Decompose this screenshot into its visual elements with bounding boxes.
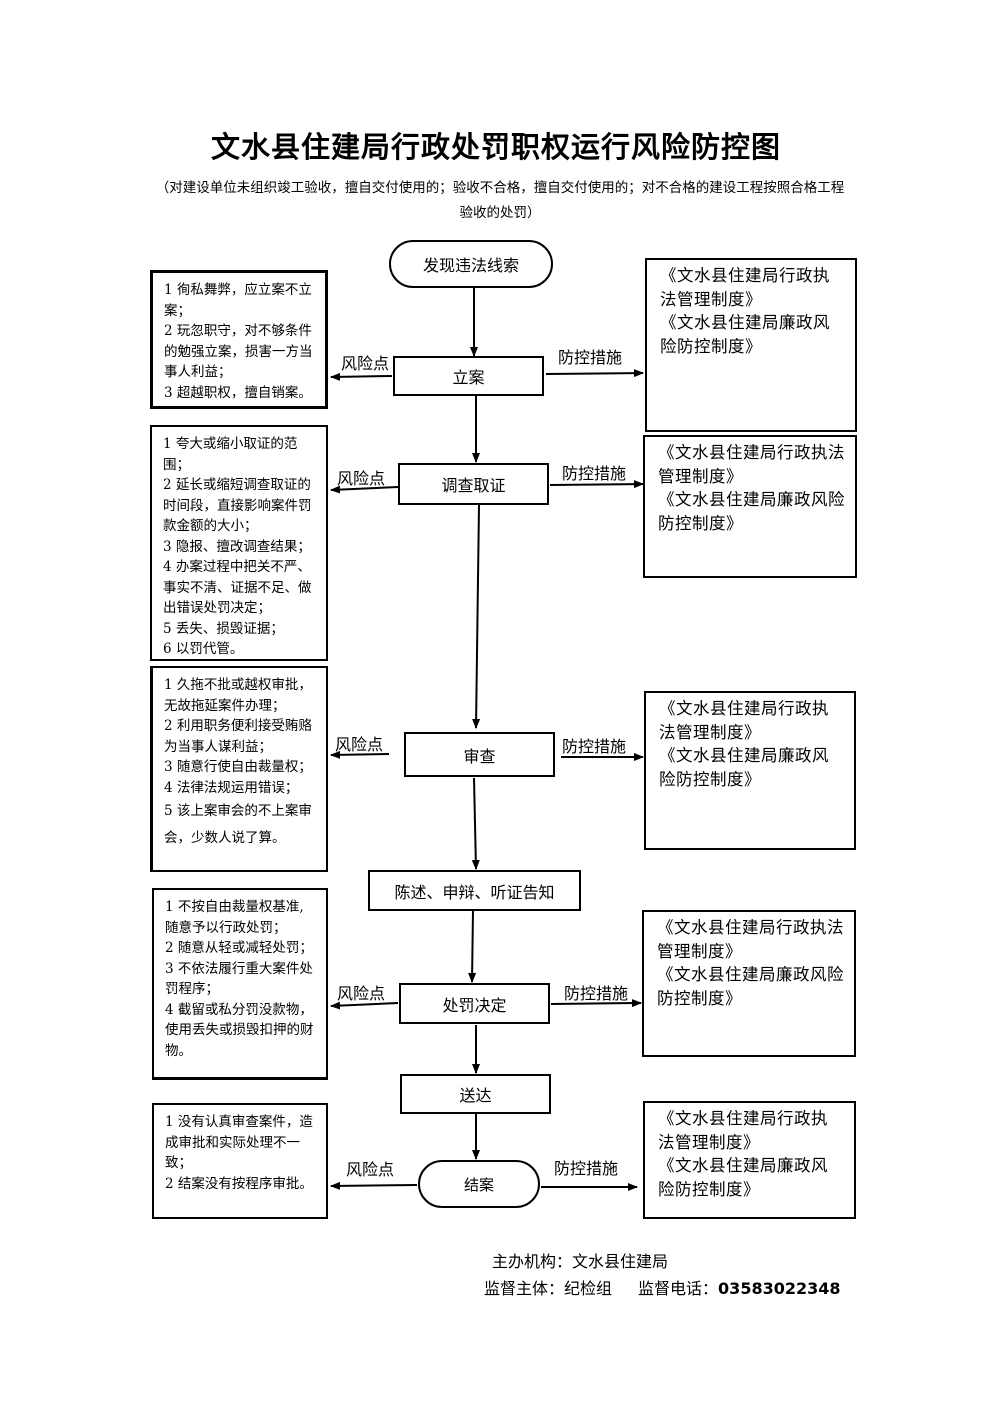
- phone-label: 监督电话：: [638, 1279, 719, 1298]
- measure-item: 《文水县住建局廉政风险防控制度》: [658, 1156, 828, 1199]
- risk-label-investigation: 风险点: [337, 469, 386, 488]
- measure-item: 《文水县住建局廉政风险防控制度》: [657, 965, 844, 1008]
- measure-box-filing: 《文水县住建局行政执法管理制度》 《文水县住建局廉政风险防控制度》: [645, 258, 857, 432]
- risk-label-review: 风险点: [335, 735, 384, 754]
- risk-item: 3 不依法履行重大案件处罚程序；: [165, 960, 313, 998]
- page-subtitle: （对建设单位未组织竣工验收，擅自交付使用的；验收不合格，擅自交付使用的；对不合格…: [155, 180, 845, 221]
- risk-box-filing: 1 徇私舞弊，应立案不立案； 2 玩忽职守，对不够条件的勉强立案，损害一方当事人…: [150, 270, 328, 409]
- risk-item: 4 法律法规运用错误；: [164, 779, 299, 796]
- step-start: 发现违法线索: [389, 240, 553, 288]
- risk-item: 3 隐报、擅改调查结果；: [163, 538, 311, 555]
- page-title: 文水县住建局行政处罚职权运行风险防控图: [210, 130, 781, 164]
- measure-label-decision: 防控措施: [564, 984, 629, 1003]
- risk-item: 1 不按自由裁量权基准,随意予以行政处罚；: [165, 899, 304, 936]
- risk-item: 2 延长或缩短调查取证的时间段，直接影响案件罚款金额的大小；: [163, 477, 312, 534]
- measure-box-review: 《文水县住建局行政执法管理制度》 《文水县住建局廉政风险防控制度》: [644, 691, 856, 850]
- organizer-value: 文水县住建局: [572, 1252, 669, 1271]
- risk-item: 1 夸大或缩小取证的范围；: [163, 436, 298, 473]
- risk-item: 2 结案没有按程序审批。: [165, 1175, 313, 1192]
- measure-label-review: 防控措施: [562, 737, 627, 756]
- risk-label-decision: 风险点: [337, 984, 386, 1003]
- risk-arrow-filing: [330, 372, 393, 381]
- risk-item: 6 以罚代管。: [163, 641, 244, 657]
- measure-item: 《文水县住建局行政执法管理制度》: [660, 266, 830, 309]
- risk-item: 4 办案过程中把关不严、事实不清、证据不足、做出错误处罚决定；: [163, 559, 312, 616]
- risk-box-review: 1 久拖不批或越权审批，无故拖延案件办理； 2 利用职务便利接受贿赂为当事人谋利…: [150, 666, 328, 872]
- arrow-notice-to-decision: [468, 909, 477, 983]
- measure-item: 《文水县住建局廉政风险防控制度》: [659, 746, 829, 789]
- phone-value: 03583022348: [718, 1279, 841, 1298]
- organizer-label: 主办机构：: [492, 1252, 573, 1271]
- step-review: 审查: [404, 732, 555, 777]
- supervisor-value: 纪检组: [564, 1279, 613, 1298]
- measure-label-investigation: 防控措施: [562, 464, 627, 483]
- risk-item: 2 利用职务便利接受贿赂为当事人谋利益；: [164, 718, 312, 755]
- measure-box-close: 《文水县住建局行政执法管理制度》 《文水县住建局廉政风险防控制度》: [643, 1101, 856, 1219]
- step-decision: 处罚决定: [399, 983, 550, 1024]
- risk-box-investigation: 1 夸大或缩小取证的范围； 2 延长或缩短调查取证的时间段，直接影响案件罚款金额…: [150, 425, 328, 661]
- risk-item: 2 玩忽职守，对不够条件的勉强立案，损害一方当事人利益；: [164, 323, 313, 380]
- measure-label-close: 防控措施: [554, 1159, 619, 1178]
- risk-label-filing: 风险点: [341, 354, 390, 373]
- risk-arrow-review: [330, 750, 390, 759]
- footer-organizer: 主办机构：文水县住建局: [492, 1248, 668, 1272]
- measure-item: 《文水县住建局行政执法管理制度》: [658, 443, 845, 486]
- risk-item: 1 没有认真审查案件，造成审批和实际处理不一致；: [165, 1114, 313, 1171]
- measure-box-decision: 《文水县住建局行政执法管理制度》 《文水县住建局廉政风险防控制度》: [642, 910, 856, 1057]
- supervisor-label: 监督主体：: [484, 1279, 565, 1298]
- measure-arrow-investigation: [549, 480, 644, 489]
- measure-item: 《文水县住建局廉政风险防控制度》: [660, 313, 830, 356]
- measure-item: 《文水县住建局行政执法管理制度》: [658, 1109, 828, 1152]
- risk-arrow-decision: [330, 1001, 399, 1010]
- risk-box-decision: 1 不按自由裁量权基准,随意予以行政处罚； 2 随意从轻或减轻处罚； 3 不依法…: [152, 888, 328, 1080]
- step-close: 结案: [418, 1160, 540, 1208]
- risk-item: 3 随意行使自由裁量权；: [164, 759, 312, 775]
- risk-item: 4 截留或私分罚没款物，使用丢失或损毁扣押的财物。: [165, 1001, 314, 1059]
- risk-item: 1 久拖不批或越权审批，无故拖延案件办理；: [164, 677, 312, 714]
- risk-item: 5 该上案审会的不上案审会，少数人说了算。: [164, 803, 312, 846]
- measure-item: 《文水县住建局行政执法管理制度》: [657, 918, 844, 961]
- step-notice: 陈述、申辩、听证告知: [368, 870, 581, 911]
- arrow-investigation-to-review: [472, 504, 481, 729]
- step-investigation: 调查取证: [398, 463, 549, 505]
- measure-item: 《文水县住建局行政执法管理制度》: [659, 699, 829, 742]
- risk-item: 5 丢失、损毁证据；: [163, 620, 284, 637]
- arrow-review-to-notice: [471, 777, 480, 870]
- risk-item: 2 随意从轻或减轻处罚；: [165, 940, 313, 956]
- risk-box-close: 1 没有认真审查案件，造成审批和实际处理不一致； 2 结案没有按程序审批。: [152, 1103, 328, 1219]
- risk-item: 3 超越职权，擅自销案。: [164, 384, 312, 401]
- step-filing: 立案: [393, 356, 544, 396]
- risk-item: 1 徇私舞弊，应立案不立案；: [164, 282, 312, 319]
- risk-arrow-investigation: [330, 485, 399, 494]
- measure-item: 《文水县住建局廉政风险防控制度》: [658, 490, 845, 533]
- measure-arrow-decision: [550, 999, 642, 1008]
- risk-label-close: 风险点: [346, 1160, 395, 1179]
- measure-box-investigation: 《文水县住建局行政执法管理制度》 《文水县住建局廉政风险防控制度》: [643, 435, 857, 578]
- measure-arrow-filing: [545, 369, 644, 378]
- step-delivery: 送达: [400, 1074, 551, 1114]
- risk-arrow-close: [330, 1181, 418, 1190]
- measure-label-filing: 防控措施: [558, 348, 623, 367]
- footer-supervision: 监督主体：纪检组 监督电话：03583022348: [484, 1275, 841, 1299]
